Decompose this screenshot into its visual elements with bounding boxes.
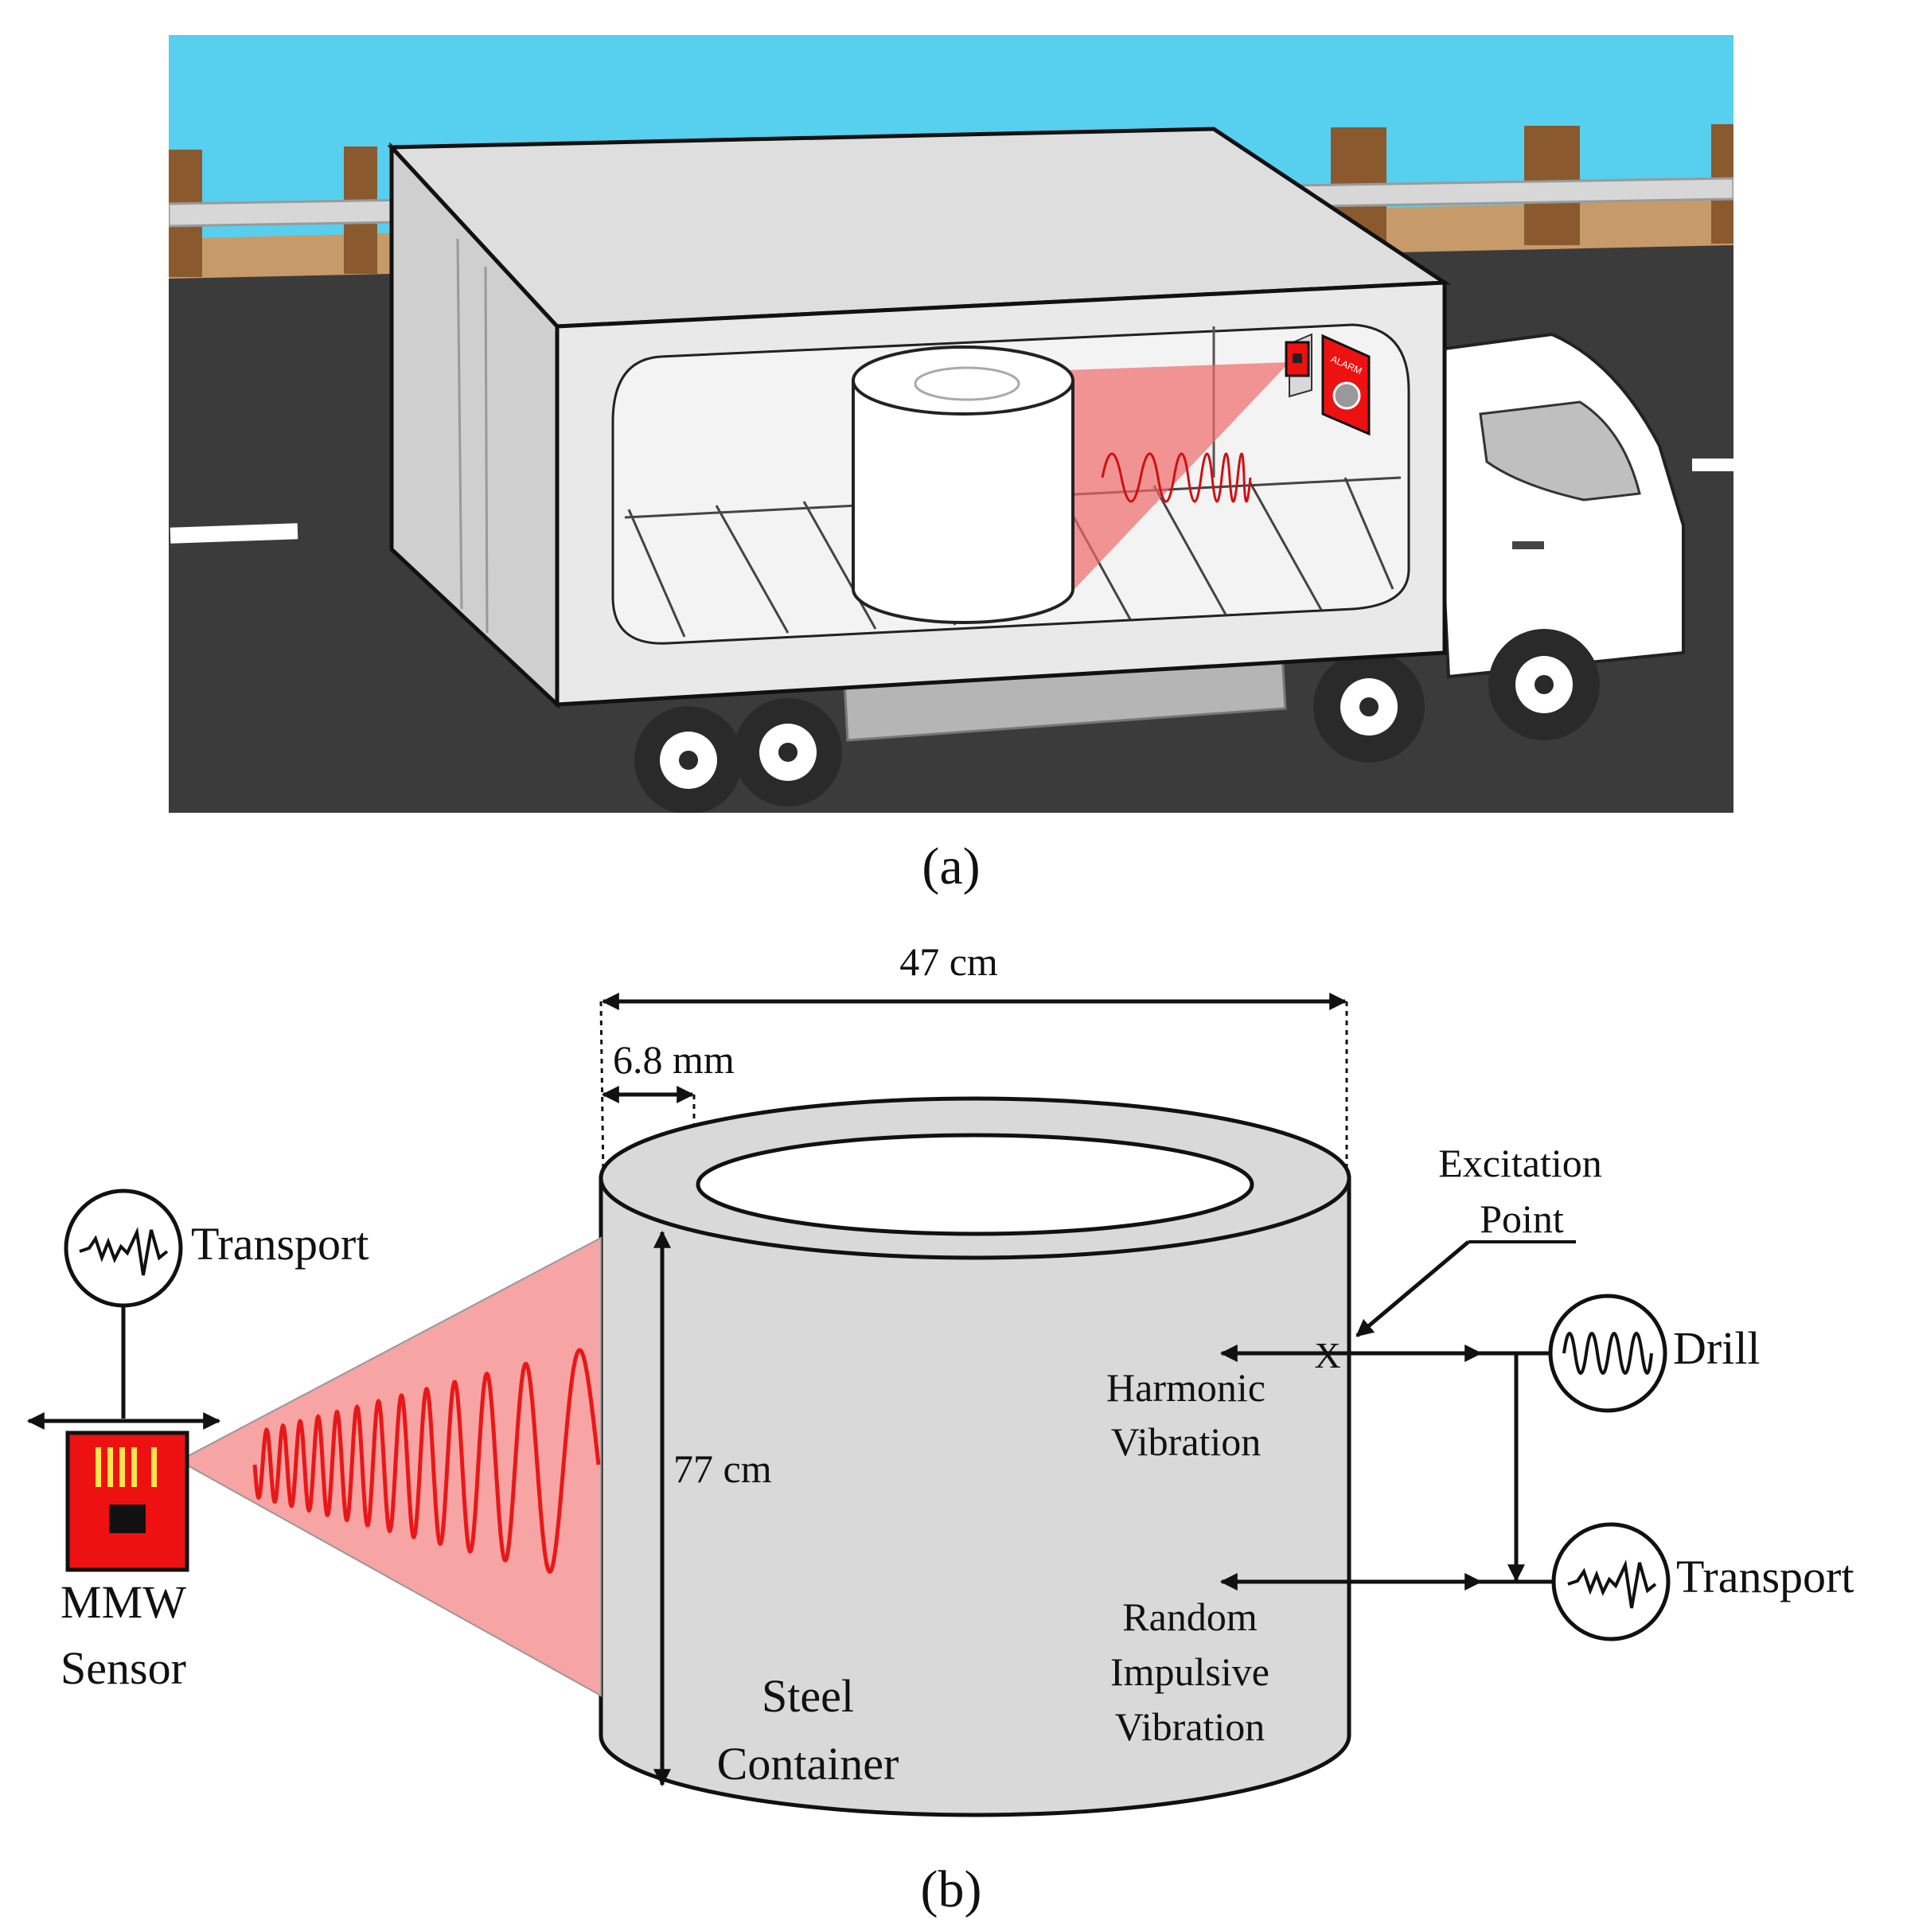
transport-right-label: Transport [1676, 1551, 1854, 1602]
harmonic-label-1: Harmonic [1106, 1365, 1265, 1410]
sensor-label-2: Sensor [60, 1642, 186, 1694]
dim-width-label: 47 cm [899, 939, 998, 984]
container-inner-rim [696, 1133, 1254, 1236]
mmw-sensor [65, 1430, 189, 1572]
transport-left-label: Transport [191, 1218, 369, 1270]
container-label-2: Container [717, 1738, 899, 1790]
container-label-1: Steel [762, 1670, 854, 1722]
caption-a: (a) [922, 837, 980, 896]
caption-b: (b) [921, 1860, 982, 1918]
wall-sensor [1285, 333, 1312, 398]
random-label-1: Random [1122, 1594, 1258, 1639]
panel-b: 47 cm 6.8 mm 77 cm Steel Container Trans… [26, 939, 1854, 1817]
sensor-label-1: MMW [60, 1576, 186, 1628]
transport-left-symbol [64, 1188, 183, 1419]
alarm-box: ALARM [1321, 334, 1371, 436]
drill-symbol [1548, 1294, 1667, 1413]
sensor-beam-cone [177, 1236, 602, 1697]
excitation-label-2: Point [1480, 1196, 1564, 1241]
harmonic-label-2: Vibration [1111, 1419, 1262, 1464]
random-label-3: Vibration [1115, 1704, 1265, 1749]
dim-width-guide-left [599, 1001, 605, 1179]
cargo-cylinder [852, 345, 1074, 624]
radar-wave [1101, 452, 1252, 503]
dim-height-label: 77 cm [673, 1446, 772, 1491]
sensor-wave [252, 1348, 601, 1574]
lane-mark-left [170, 523, 298, 544]
dim-thickness-label: 6.8 mm [613, 1037, 735, 1082]
drill-label: Drill [1673, 1322, 1761, 1374]
radar-beam [1043, 362, 1289, 589]
truck-cab [1430, 332, 1685, 679]
excitation-label-1: Excitation [1438, 1141, 1602, 1185]
panel-a-scene: ALARM [169, 35, 1733, 813]
transport-right-symbol [1551, 1522, 1671, 1641]
steel-container [599, 1096, 1351, 1817]
excitation-pointer [1355, 1240, 1470, 1337]
lane-mark-right [1692, 459, 1733, 471]
truck-wheels [634, 629, 1600, 813]
random-label-2: Impulsive [1110, 1649, 1269, 1694]
